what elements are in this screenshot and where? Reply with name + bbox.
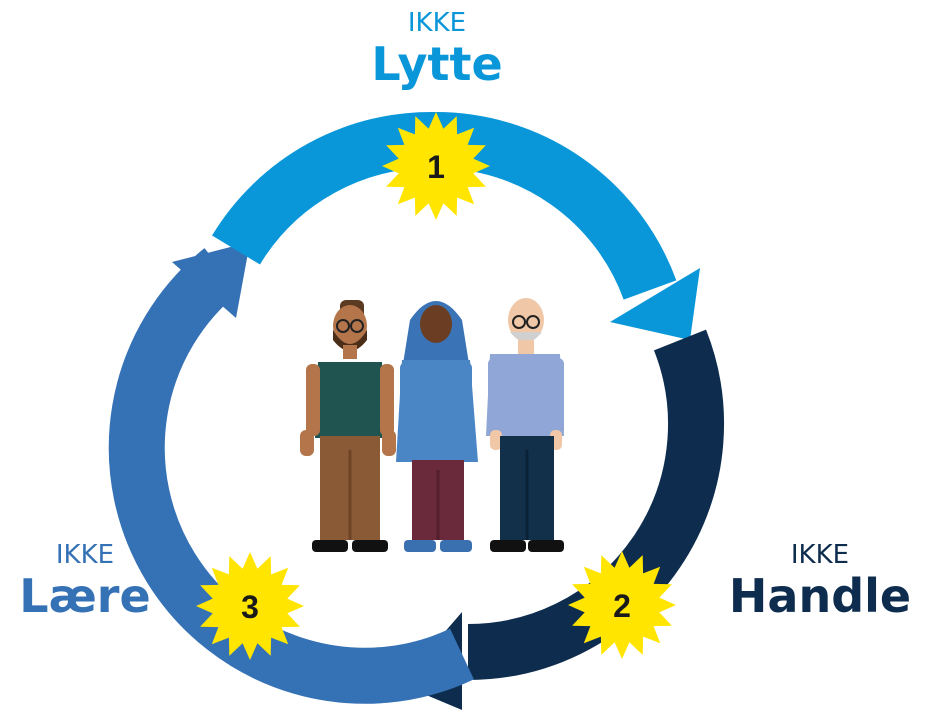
step-title-lytte: Lytte — [371, 37, 503, 91]
star-number-1: 1 — [427, 149, 445, 185]
people-illustration — [300, 298, 564, 552]
step-label-handle: IKKE Handle — [712, 540, 928, 622]
step-prefix-lytte: IKKE — [407, 8, 467, 38]
step-prefix-handle: IKKE — [790, 540, 850, 570]
star-badge-2: 2 — [568, 551, 676, 659]
arrowhead-laere — [172, 242, 250, 318]
man-with-glasses-icon — [300, 300, 396, 552]
arc-laere — [108, 248, 474, 704]
star-badge-3: 3 — [196, 552, 304, 660]
star-badge-1: 1 — [382, 112, 490, 220]
step-label-laere: IKKE Lære — [0, 540, 170, 622]
arrowhead-lytte — [610, 268, 700, 340]
woman-with-hijab-icon — [396, 301, 478, 552]
star-number-3: 3 — [241, 589, 259, 625]
step-prefix-laere: IKKE — [55, 540, 115, 570]
arc-lytte — [435, 112, 677, 301]
step-title-laere: Lære — [19, 569, 151, 623]
older-man-with-glasses-icon — [486, 298, 564, 552]
star-number-2: 2 — [613, 588, 631, 624]
step-label-lytte: IKKE Lytte — [337, 8, 537, 90]
step-title-handle: Handle — [728, 569, 912, 623]
arc-handle — [467, 329, 725, 680]
